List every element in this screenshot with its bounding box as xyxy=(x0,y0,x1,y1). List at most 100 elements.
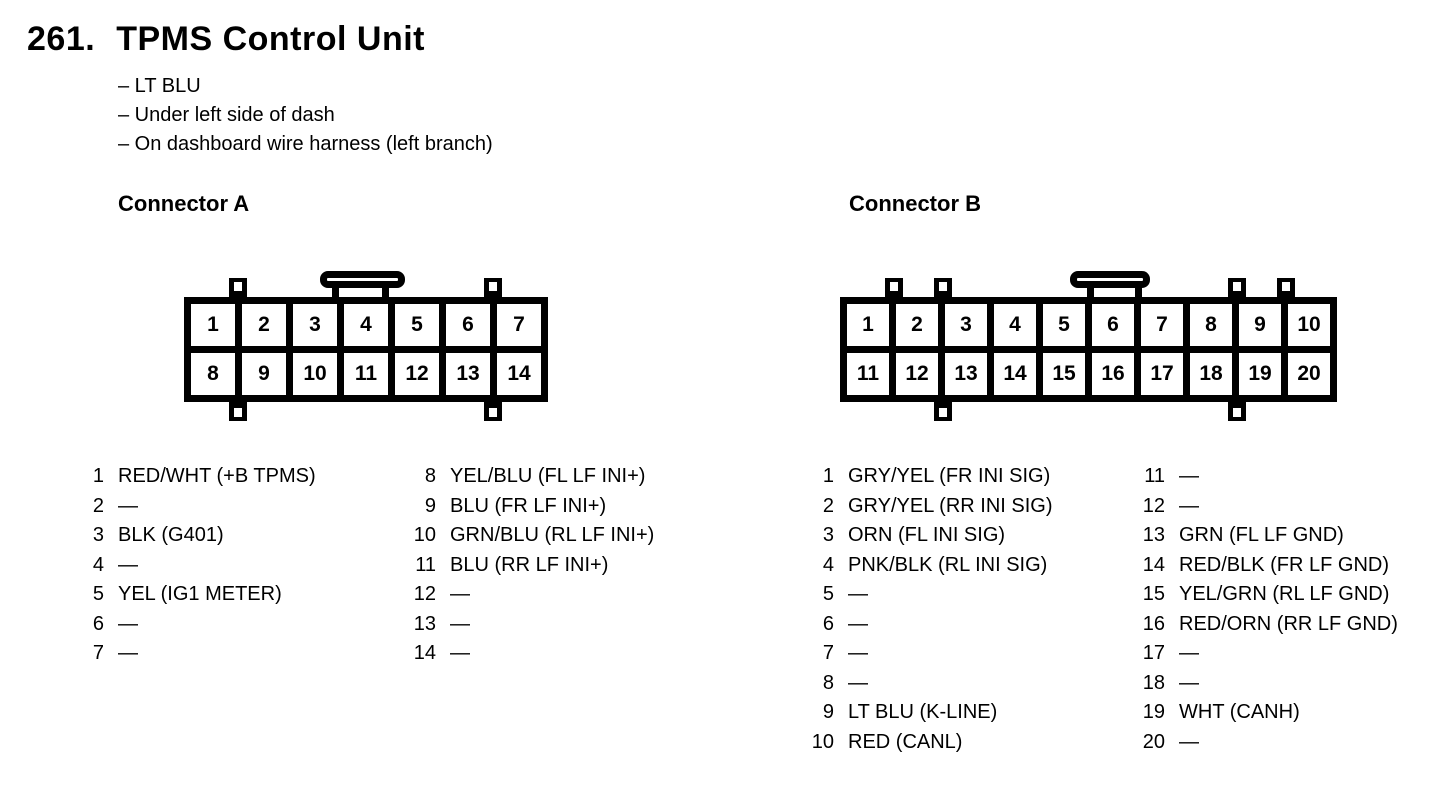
pin-wire-label: RED/ORN (RR LF GND) xyxy=(1179,612,1398,635)
tab-hole xyxy=(489,282,497,291)
pin-number: 8 xyxy=(424,465,436,488)
pin-number: 12 xyxy=(1142,494,1165,517)
pin-wire-label: — xyxy=(450,642,470,665)
pin-number: 11 xyxy=(415,553,436,576)
pin-row: 1 RED/WHT (+B TPMS) xyxy=(78,462,316,492)
pin-number: 5 xyxy=(822,583,834,606)
pin-wire-label: LT BLU (K-LINE) xyxy=(848,701,998,724)
pin-wire-label: — xyxy=(450,612,470,635)
pin-row: 13 GRN (FL LF GND) xyxy=(1139,521,1398,551)
pin-number: 6 xyxy=(822,612,834,635)
pin-row: 11 — xyxy=(1139,462,1398,492)
pin-row: 3 BLK (G401) xyxy=(78,521,316,551)
pin-row: 18 — xyxy=(1139,669,1398,699)
latch-leg xyxy=(1135,287,1142,298)
section-number: 261. xyxy=(27,20,96,58)
pin-number: 5 xyxy=(92,583,104,606)
pin-number: 12 xyxy=(413,583,436,606)
pin-number: 16 xyxy=(1142,612,1165,635)
pin-cell: 3 xyxy=(293,304,337,346)
tab-hole xyxy=(890,282,898,291)
pin-row: 10 RED (CANL) xyxy=(808,728,1052,758)
pin-wire-label: — xyxy=(1179,730,1199,753)
pin-wire-label: WHT (CANH) xyxy=(1179,701,1300,724)
pin-row: 15 YEL/GRN (RL LF GND) xyxy=(1139,580,1398,610)
pin-wire-label: — xyxy=(1179,465,1199,488)
pin-row: 6 — xyxy=(808,610,1052,640)
pin-cell: 12 xyxy=(395,353,439,395)
pin-row: 2 — xyxy=(78,492,316,522)
tab-hole xyxy=(1233,282,1241,291)
pin-row: 14 RED/BLK (FR LF GND) xyxy=(1139,551,1398,581)
pin-cell: 8 xyxy=(1190,304,1232,346)
pin-number: 14 xyxy=(1142,553,1165,576)
pin-wire-label: — xyxy=(1179,642,1199,665)
note-line: – On dashboard wire harness (left branch… xyxy=(118,133,493,155)
pin-wire-label: YEL/GRN (RL LF GND) xyxy=(1179,583,1390,606)
connector-a-pin-list-col1: 1 RED/WHT (+B TPMS) 2 — 3 BLK (G401) 4 —… xyxy=(78,462,316,669)
pin-wire-label: GRY/YEL (RR INI SIG) xyxy=(848,494,1053,517)
pin-number: 2 xyxy=(822,494,834,517)
pin-cell: 8 xyxy=(191,353,235,395)
note-line: – Under left side of dash xyxy=(118,104,335,126)
pin-cell: 10 xyxy=(293,353,337,395)
latch-icon xyxy=(1070,271,1150,288)
pin-row: 16 RED/ORN (RR LF GND) xyxy=(1139,610,1398,640)
pin-wire-label: — xyxy=(1179,494,1199,517)
pin-number: 2 xyxy=(92,494,104,517)
connector-a-pin-list-col2: 8 YEL/BLU (FL LF INI+) 9 BLU (FR LF INI+… xyxy=(410,462,655,669)
pin-wire-label: — xyxy=(1179,671,1199,694)
pin-wire-label: RED (CANL) xyxy=(848,730,963,753)
latch-leg xyxy=(382,287,389,298)
pin-cell: 20 xyxy=(1288,353,1330,395)
pin-number: 3 xyxy=(92,524,104,547)
tab-hole xyxy=(939,408,947,417)
pin-wire-label: YEL (IG1 METER) xyxy=(118,583,282,606)
pin-cell: 13 xyxy=(446,353,490,395)
pin-number: 1 xyxy=(92,465,104,488)
pin-row: 5 — xyxy=(808,580,1052,610)
pin-wire-label: GRY/YEL (FR INI SIG) xyxy=(848,465,1051,488)
connector-b-pin-list-col1: 1 GRY/YEL (FR INI SIG) 2 GRY/YEL (RR INI… xyxy=(808,462,1053,758)
pin-number: 10 xyxy=(413,524,436,547)
pin-cell: 9 xyxy=(1239,304,1281,346)
pin-cell: 1 xyxy=(847,304,889,346)
latch-leg xyxy=(332,287,339,298)
pin-wire-label: BLU (RR LF INI+) xyxy=(450,553,609,576)
pin-wire-label: BLK (G401) xyxy=(118,524,224,547)
pin-wire-label: — xyxy=(848,583,868,606)
pin-cell: 12 xyxy=(896,353,938,395)
pin-cell: 4 xyxy=(994,304,1036,346)
pin-cell: 11 xyxy=(847,353,889,395)
pin-cell: 5 xyxy=(395,304,439,346)
pin-cell: 3 xyxy=(945,304,987,346)
pin-cell: 7 xyxy=(1141,304,1183,346)
pin-row: 11 BLU (RR LF INI+) xyxy=(410,551,654,581)
latch-leg xyxy=(1087,287,1094,298)
pin-number: 14 xyxy=(413,642,436,665)
tab-hole xyxy=(234,282,242,291)
pin-wire-label: — xyxy=(848,642,868,665)
pin-number: 6 xyxy=(92,612,104,635)
pin-row: 6 — xyxy=(78,610,316,640)
pin-cell: 7 xyxy=(497,304,541,346)
pin-number: 20 xyxy=(1142,730,1165,753)
pin-number: 11 xyxy=(1144,465,1165,488)
pin-number: 18 xyxy=(1142,671,1165,694)
pin-cell: 16 xyxy=(1092,353,1134,395)
latch-icon xyxy=(320,271,405,288)
pin-cell: 14 xyxy=(994,353,1036,395)
pin-row: 8 — xyxy=(808,669,1052,699)
pin-row: 20 — xyxy=(1139,728,1398,758)
pin-row: 9 LT BLU (K-LINE) xyxy=(808,698,1052,728)
pin-wire-label: RED/BLK (FR LF GND) xyxy=(1179,553,1390,576)
pin-row: 12 — xyxy=(410,580,654,610)
pin-cell: 15 xyxy=(1043,353,1085,395)
pin-row: 19 WHT (CANH) xyxy=(1139,698,1398,728)
tab-hole xyxy=(939,282,947,291)
pin-number: 7 xyxy=(92,642,104,665)
